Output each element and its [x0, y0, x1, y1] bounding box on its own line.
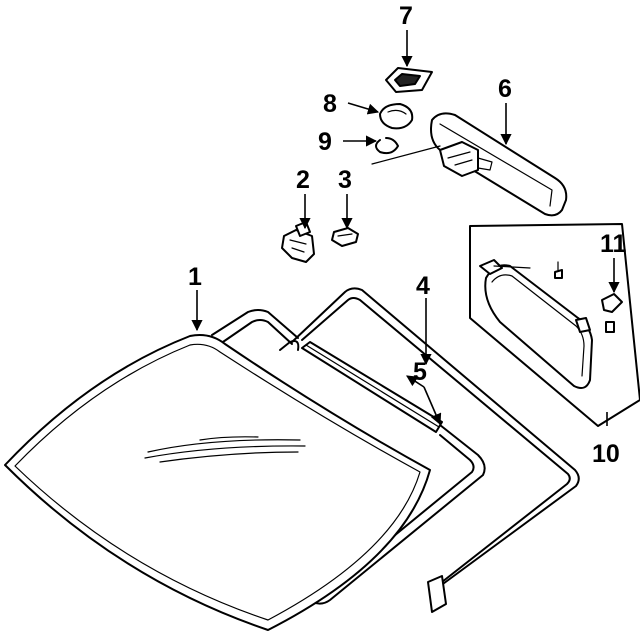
visor-screw-upper: [554, 261, 563, 279]
retaining-clip: [371, 137, 441, 165]
callout-10: 10: [592, 440, 620, 468]
side-molding-strip: [301, 341, 443, 433]
windshield-glass: [4, 334, 431, 631]
callout-labels: 1 2 3 4 5 6 7 8 9 10 11: [188, 2, 627, 468]
leader-lines: [191, 30, 620, 426]
visor-clip: [601, 293, 623, 333]
callout-6: 6: [498, 75, 512, 103]
sun-visor-box: [469, 223, 640, 427]
mirror-cover: [385, 67, 433, 93]
inner-molding: [211, 309, 486, 605]
callout-2: 2: [296, 166, 310, 194]
outer-molding: [279, 287, 580, 613]
callout-7: 7: [399, 2, 413, 30]
callout-11: 11: [600, 230, 627, 258]
callout-4: 4: [416, 272, 430, 300]
callout-5: 5: [413, 358, 427, 386]
sun-visor: [479, 259, 593, 389]
callout-9: 9: [318, 128, 332, 156]
mirror-clip: [331, 227, 359, 247]
rear-view-mirror: [430, 112, 568, 217]
mirror-bracket: [281, 221, 315, 263]
callout-8: 8: [323, 90, 337, 118]
callout-1: 1: [188, 263, 202, 291]
callout-3: 3: [338, 166, 352, 194]
mirror-cap: [379, 103, 414, 130]
